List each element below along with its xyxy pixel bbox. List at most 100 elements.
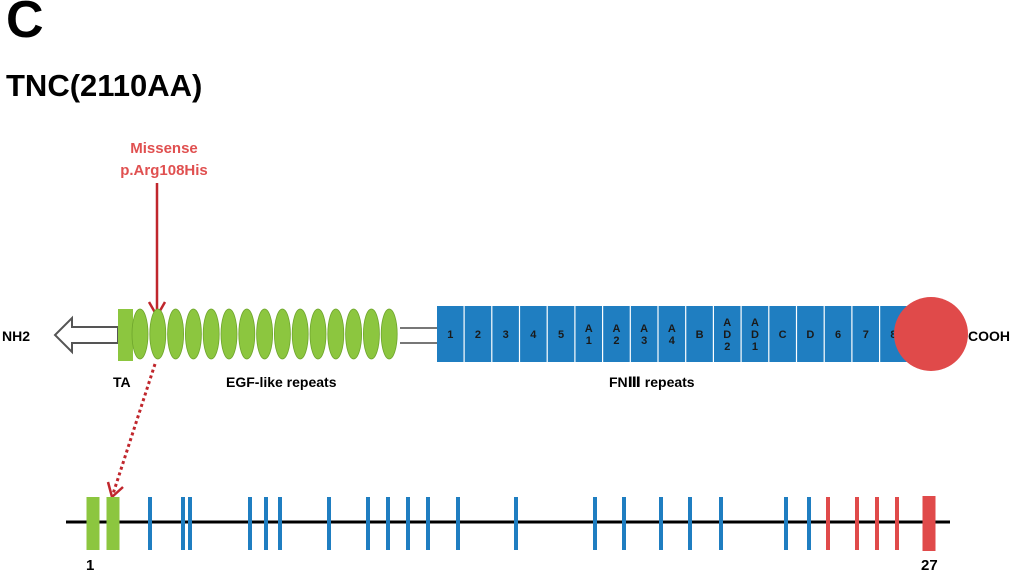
exon-bar — [659, 497, 663, 550]
fn3-repeat — [797, 306, 824, 362]
nh2-terminus-arrow — [53, 315, 119, 355]
egf-repeat — [202, 308, 220, 360]
fn3-repeat — [686, 306, 713, 362]
fn3-repeat-label: 3 — [503, 329, 509, 341]
egf-repeat — [220, 308, 238, 360]
fn3-repeat — [575, 306, 602, 362]
exon-bar — [719, 497, 723, 550]
fn3-repeat-label: D — [723, 329, 731, 341]
egf-repeat — [380, 308, 398, 360]
exon-structure-group — [86, 496, 936, 551]
fn3-repeat-label: 7 — [863, 329, 869, 341]
fn3-repeat-label: 4 — [530, 329, 537, 341]
exon-bar — [855, 497, 859, 550]
egf-repeat — [362, 308, 380, 360]
fn3-repeat — [603, 306, 630, 362]
cooh-label: COOH — [968, 328, 1010, 344]
fn3-repeat — [520, 306, 547, 362]
fn3-repeat — [658, 306, 686, 362]
exon-last-label: 27 — [921, 557, 938, 574]
fn3-repeat-label: B — [696, 329, 704, 341]
egf-repeat — [149, 308, 167, 360]
fn3-repeat-label: 2 — [724, 341, 730, 353]
cooh-domain-circle — [894, 297, 968, 371]
exon-bar — [386, 497, 390, 550]
exon-bar — [264, 497, 268, 550]
egf-repeat — [256, 308, 274, 360]
exon-bar — [784, 497, 788, 550]
egf-repeat — [327, 308, 345, 360]
fn3-repeat — [852, 306, 879, 362]
exon-bar — [248, 497, 252, 550]
fn3-label: FNⅢ repeats — [609, 374, 695, 390]
fn3-repeat — [741, 306, 769, 362]
panel-label: C — [6, 0, 44, 49]
exon-bar — [327, 497, 331, 550]
egf-repeats-group — [131, 308, 398, 360]
exon-bar — [875, 497, 879, 550]
fn3-repeat — [437, 306, 464, 362]
fn3-repeat-label: 5 — [558, 329, 564, 341]
exon-bar — [406, 497, 410, 550]
fn3-repeat-label: 2 — [613, 335, 619, 347]
fn3-repeat — [824, 306, 852, 362]
egf-repeat — [291, 308, 309, 360]
fn3-repeat — [714, 306, 741, 362]
fn3-repeat — [769, 306, 796, 362]
exon-bar — [366, 497, 370, 550]
fn3-repeat-label: 2 — [475, 329, 481, 341]
exon-bar — [688, 497, 692, 550]
exon-bar — [148, 497, 152, 550]
exon-mapping-dotted-arrow — [111, 363, 157, 495]
egf-repeat — [345, 308, 363, 360]
ta-domain — [118, 309, 133, 361]
fn3-repeat-label: 3 — [641, 335, 647, 347]
exon-bar — [181, 497, 185, 550]
fn3-repeat-label: A — [612, 323, 620, 335]
egf-repeat — [167, 308, 185, 360]
fn3-repeat-label: A — [668, 323, 676, 335]
exon-bar — [922, 496, 936, 551]
fn3-repeat-label: 1 — [447, 329, 453, 341]
fn3-repeat-label: A — [723, 317, 731, 329]
fn3-repeat-label: D — [806, 329, 814, 341]
egf-repeat — [184, 308, 202, 360]
fn3-repeat — [547, 306, 575, 362]
ta-label: TA — [113, 374, 131, 390]
fn3-repeat — [492, 306, 519, 362]
exon-bar — [426, 497, 430, 550]
fn3-repeat — [464, 306, 492, 362]
exon-bar — [622, 497, 626, 550]
exon-bar — [514, 497, 518, 550]
fn3-repeat-label: D — [751, 329, 759, 341]
egf-repeat — [309, 308, 327, 360]
protein-title: TNC(2110AA) — [6, 68, 203, 103]
exon-first-label: 1 — [86, 557, 94, 574]
exon-bar — [278, 497, 282, 550]
exon-bar — [826, 497, 830, 550]
mutation-change-label: p.Arg108His — [120, 162, 208, 179]
fn3-repeat-label: A — [751, 317, 759, 329]
fn3-repeat-label: 1 — [586, 335, 592, 347]
fn3-repeat-label: 4 — [669, 335, 676, 347]
fn3-repeat-label: A — [640, 323, 648, 335]
nh2-label: NH2 — [2, 328, 30, 344]
mutation-type-label: Missense — [130, 140, 198, 157]
egf-repeat — [131, 308, 149, 360]
fn3-repeat — [630, 306, 658, 362]
fn3-repeat-label: 1 — [752, 341, 758, 353]
exon-bar — [895, 497, 899, 550]
fn3-repeat-label: A — [585, 323, 593, 335]
egf-repeat — [238, 308, 256, 360]
exon-bar — [456, 497, 460, 550]
exon-bar — [807, 497, 811, 550]
exon-bar — [106, 497, 120, 550]
fn3-repeat-label: C — [779, 329, 787, 341]
exon-bar — [86, 497, 100, 550]
egf-repeat — [273, 308, 291, 360]
exon-bar — [593, 497, 597, 550]
fn3-repeat-label: 8 — [890, 329, 896, 341]
